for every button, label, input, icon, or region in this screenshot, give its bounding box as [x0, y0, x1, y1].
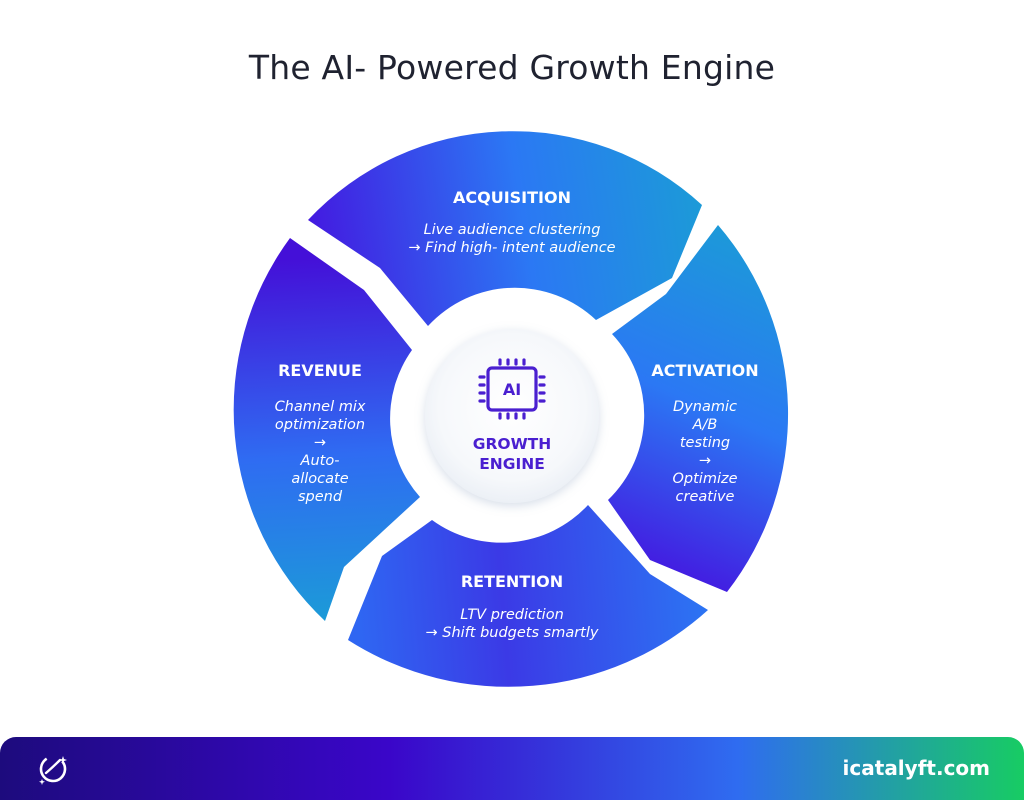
acquisition-segment[interactable]	[308, 131, 702, 326]
footer-bar: icatalyft.com	[0, 737, 1024, 800]
revenue-line: optimization	[275, 417, 365, 433]
growth-engine-hub: AI GROWTH ENGINE	[425, 329, 599, 503]
retention-line: LTV prediction	[460, 607, 564, 623]
hub-circle	[425, 329, 599, 503]
catalyst-ring-icon[interactable]	[35, 751, 71, 787]
revenue-line: Auto-	[300, 453, 340, 469]
footer-url[interactable]: icatalyft.com	[842, 756, 990, 780]
retention-title: RETENTION	[461, 572, 563, 591]
revenue-line: spend	[298, 489, 343, 505]
activation-line: Dynamic	[673, 399, 737, 415]
revenue-line: →	[314, 435, 326, 451]
activation-title: ACTIVATION	[651, 361, 758, 380]
revenue-segment[interactable]	[233, 238, 420, 621]
hub-label-line1: GROWTH	[473, 435, 551, 453]
retention-line: → Shift budgets smartly	[426, 625, 599, 641]
activation-line: A/B	[692, 417, 718, 433]
acquisition-line: Live audience clustering	[424, 222, 601, 238]
revenue-line: allocate	[291, 471, 348, 487]
retention-segment[interactable]	[348, 505, 708, 687]
activation-segment[interactable]	[608, 225, 789, 592]
activation-line: Optimize	[672, 471, 737, 487]
revenue-line: Channel mix	[275, 399, 366, 415]
revenue-title: REVENUE	[278, 361, 362, 380]
hub-label-line2: ENGINE	[479, 455, 545, 473]
activation-line: testing	[680, 435, 730, 451]
ai-chip-icon	[478, 358, 546, 420]
activation-line: creative	[676, 489, 735, 505]
activation-line: →	[699, 453, 711, 469]
growth-engine-wheel: AI GROWTH ENGINE ACQUISITION Live audien…	[233, 131, 789, 687]
page-title: The AI- Powered Growth Engine	[248, 48, 776, 87]
ai-chip-label: AI	[503, 380, 521, 399]
acquisition-title: ACQUISITION	[453, 188, 571, 207]
acquisition-line: → Find high- intent audience	[408, 240, 615, 256]
